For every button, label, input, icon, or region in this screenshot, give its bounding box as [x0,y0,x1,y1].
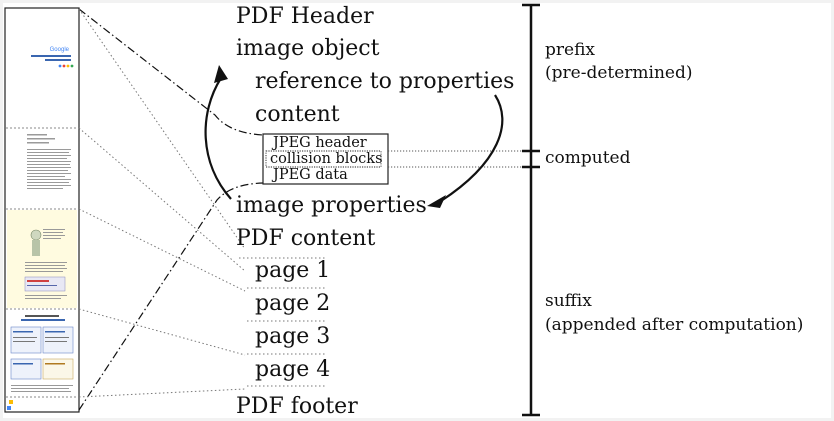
thumbnail-page-screenshots [10,315,74,392]
reference-up-arrow [204,65,232,200]
label-page-4: page 4 [255,357,331,382]
label-pdf-footer: PDF footer [236,394,358,419]
image-object-bottom-boundary [78,182,264,411]
region-computed: computed [545,148,631,168]
cover-logo: Google [50,47,70,53]
label-page-3: page 3 [255,324,331,349]
region-suffix-note: (appended after computation) [545,315,804,335]
region-prefix-title: prefix [545,40,595,60]
label-collision-blocks: collision blocks [270,151,383,167]
logo-dot [70,64,74,68]
label-jpeg-header: JPEG header [273,135,367,151]
logo-dot [58,64,62,68]
label-reference-to-properties: reference to properties [255,69,515,94]
logo-dot [66,64,70,68]
label-pdf-header: PDF Header [236,4,374,29]
label-pdf-content: PDF content [236,226,376,251]
label-image-object: image object [236,36,380,61]
image-object-top-boundary [78,8,264,136]
label-image-properties: image properties [236,193,427,218]
label-content: content [255,102,340,127]
collision-blocks-box [265,150,382,168]
cover-title-line [45,59,71,61]
region-prefix-note: (pre-determined) [545,63,693,83]
logo-dot [62,64,66,68]
diagram-canvas: Google [3,3,831,418]
label-jpeg-data: JPEG data [273,167,348,183]
region-bracket [522,3,540,417]
region-suffix-title: suffix [545,291,592,311]
thumbnail-page-footer [7,400,13,410]
thumbnail-page-cover: Google [6,9,78,128]
thumbnail-page-illustrated [7,210,77,308]
label-page-2: page 2 [255,291,331,316]
jpeg-block-box [262,133,389,185]
label-page-1: page 1 [255,258,331,283]
page-mapping-lines [78,8,325,398]
reference-down-arrow [427,94,504,208]
document-thumbnail: Google [4,7,80,413]
diagram-lines: Google [4,3,540,417]
thumbnail-page-text [27,134,71,189]
cover-title-line [31,55,71,57]
